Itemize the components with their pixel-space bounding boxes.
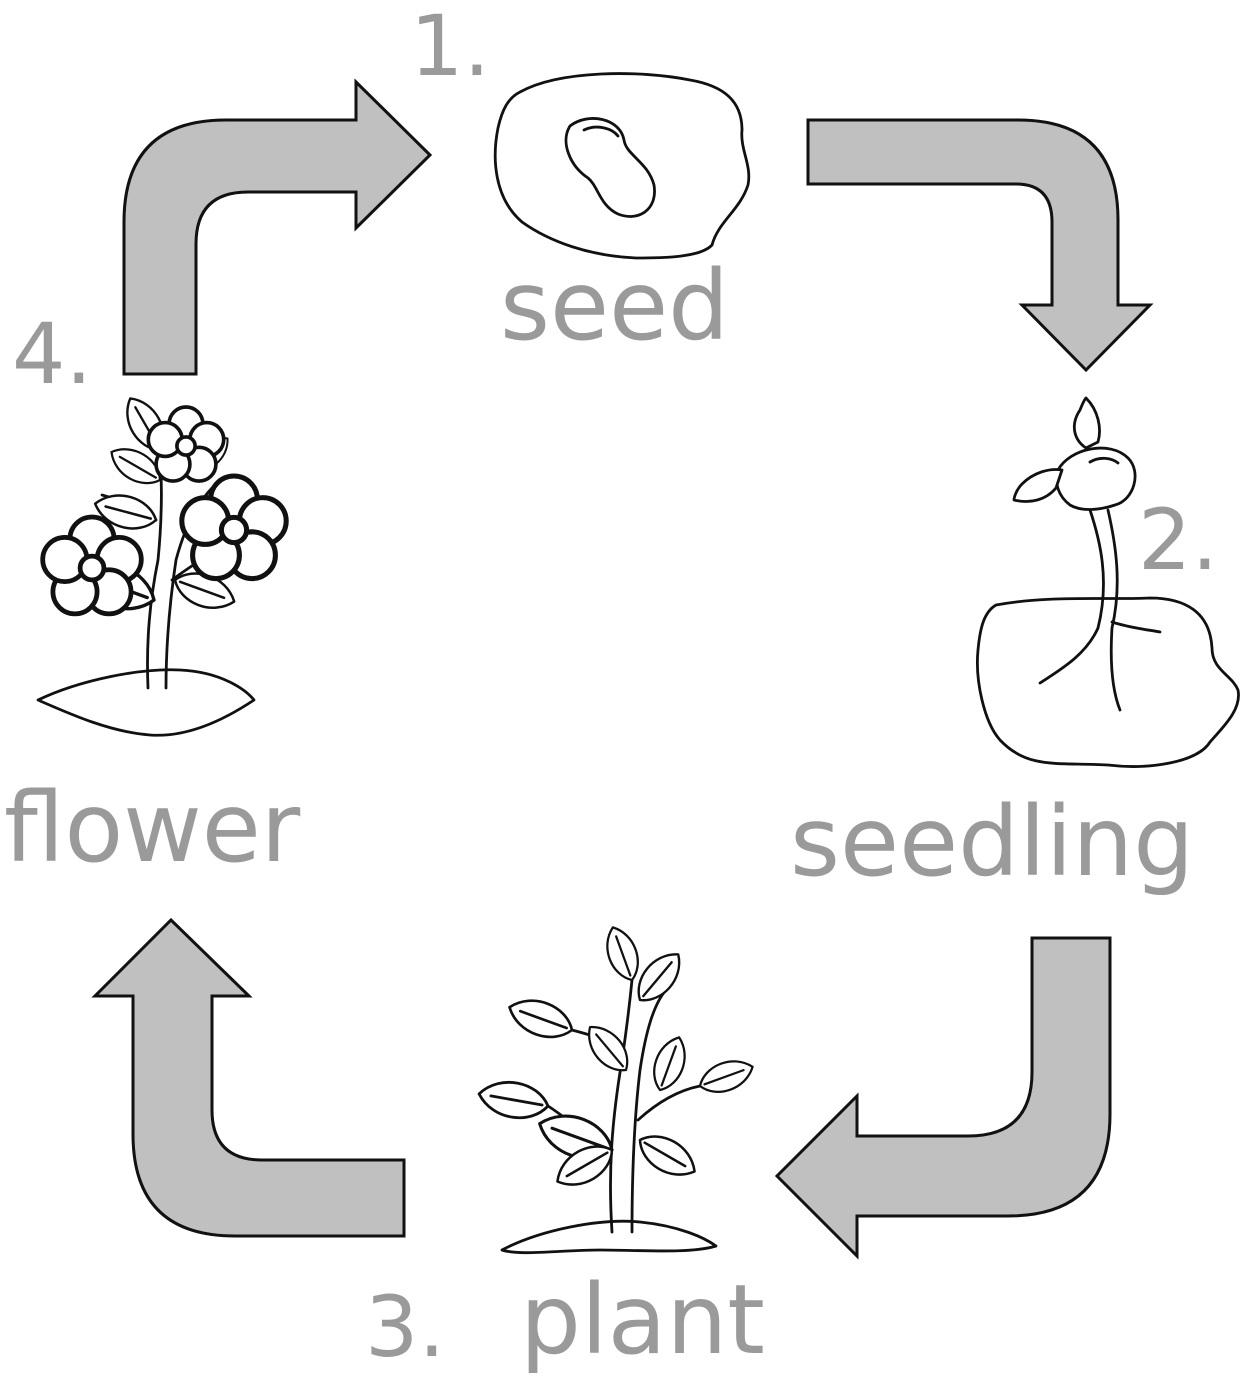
stage-1-number: 1. [410, 4, 490, 88]
stage-3-number: 3. [365, 1285, 445, 1369]
stage-1-label: seed [500, 258, 729, 354]
arrow-flower-to-seed [124, 82, 430, 374]
plant-icon [476, 923, 757, 1253]
seed-icon [495, 74, 749, 258]
stage-3-label: plant [520, 1272, 765, 1368]
arrow-seedling-to-plant [777, 938, 1110, 1256]
arrow-plant-to-flower [95, 920, 404, 1236]
stage-4-number: 4. [12, 312, 92, 396]
stage-4-label: flower [4, 780, 300, 876]
flowering-plant-icon [38, 391, 286, 735]
arrow-seed-to-seedling [808, 120, 1150, 370]
stage-2-number: 2. [1138, 498, 1218, 582]
stage-2-label: seedling [790, 794, 1194, 890]
